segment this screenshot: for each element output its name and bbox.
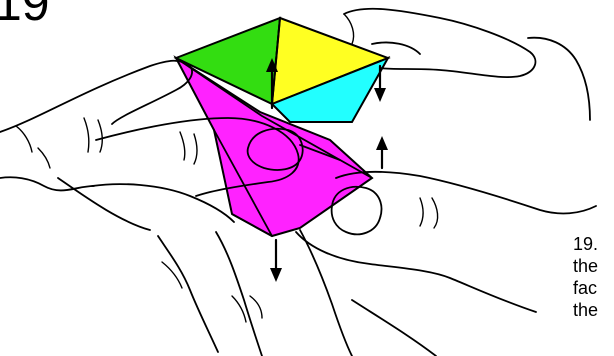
caption-line: the: [573, 255, 614, 277]
lower-finger-3: [300, 230, 352, 356]
left-crease-2: [98, 120, 102, 152]
right-lower-wrist: [352, 300, 436, 356]
caption-line: 19.: [573, 233, 614, 255]
left-crease-1: [84, 118, 89, 152]
right-upper-crease: [344, 14, 354, 44]
right-lower-crease-1: [420, 198, 423, 226]
right-lower-palm: [296, 232, 536, 312]
caption: 19. the fac the: [573, 233, 614, 321]
arrow-up-icon: [376, 136, 388, 168]
right-upper-back: [528, 38, 590, 120]
lower-finger-1: [158, 236, 218, 352]
left-crease-4: [38, 148, 50, 168]
lower-fingers: [158, 230, 352, 356]
caption-line: fac: [573, 277, 614, 299]
left-crease-3: [16, 126, 32, 152]
left-middle-finger: [92, 184, 234, 222]
caption-line: the: [573, 299, 614, 321]
left-hand-back: [0, 61, 192, 132]
left-crease-5: [180, 132, 185, 160]
lower-crease-3: [250, 296, 262, 318]
lower-finger-2: [216, 232, 262, 356]
left-ring-finger: [58, 178, 150, 230]
left-hand-lower-edge: [0, 177, 94, 190]
lower-crease-1: [162, 262, 182, 288]
right-lower-crease-2: [432, 198, 438, 228]
right-upper-knuckle: [372, 42, 420, 54]
left-crease-6: [194, 134, 197, 164]
arrow-down-icon: [270, 240, 282, 282]
